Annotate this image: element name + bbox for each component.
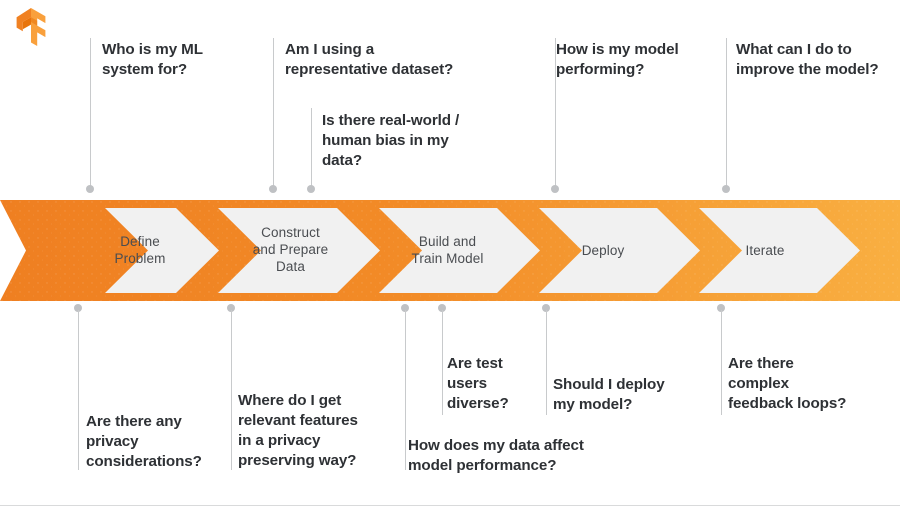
connector-dot-top-4 bbox=[551, 185, 559, 193]
connector-line-top-1 bbox=[90, 38, 91, 188]
callout-are-test-users-diverse: Are test users diverse? bbox=[447, 355, 509, 412]
connector-dot-bottom-4 bbox=[438, 304, 446, 312]
connector-dot-top-1 bbox=[86, 185, 94, 193]
callout-representative-dataset: Am I using a representative dataset? bbox=[285, 41, 454, 78]
connector-line-top-2 bbox=[273, 38, 274, 188]
callout-should-i-deploy-my-model: Should I deploy my model? bbox=[553, 376, 665, 413]
callout-relevant-features-privacy: Where do I get relevant features in a pr… bbox=[238, 392, 358, 469]
connector-dot-top-5 bbox=[722, 185, 730, 193]
connector-line-bottom-5 bbox=[546, 310, 547, 415]
ml-workflow-process-bar: Define Problem Construct and Prepare Dat… bbox=[0, 200, 900, 301]
connector-dot-bottom-5 bbox=[542, 304, 550, 312]
chevron-step-construct-prepare bbox=[218, 208, 380, 293]
connector-line-bottom-3 bbox=[405, 310, 406, 470]
connector-dot-bottom-3 bbox=[401, 304, 409, 312]
callout-privacy-considerations: Are there any privacy considerations? bbox=[86, 413, 202, 470]
callout-data-affect-model-performance: How does my data affect model performanc… bbox=[408, 437, 584, 474]
connector-line-top-5 bbox=[726, 38, 727, 188]
callout-improve-the-model: What can I do to improve the model? bbox=[736, 41, 879, 78]
callout-real-world-human-bias: Is there real-world / human bias in my d… bbox=[322, 112, 460, 169]
callout-who-is-my-ml-system-for: Who is my ML system for? bbox=[102, 41, 203, 78]
connector-dot-bottom-6 bbox=[717, 304, 725, 312]
connector-line-bottom-6 bbox=[721, 310, 722, 415]
connector-line-top-4 bbox=[555, 38, 556, 188]
connector-dot-top-2 bbox=[269, 185, 277, 193]
chevron-step-define-problem bbox=[105, 208, 219, 293]
connector-line-bottom-2 bbox=[231, 310, 232, 470]
connector-line-top-3 bbox=[311, 108, 312, 188]
connector-dot-bottom-1 bbox=[74, 304, 82, 312]
connector-line-bottom-4 bbox=[442, 310, 443, 415]
connector-dot-bottom-2 bbox=[227, 304, 235, 312]
connector-dot-top-3 bbox=[307, 185, 315, 193]
chevron-step-iterate bbox=[699, 208, 860, 293]
tensorflow-logo bbox=[14, 8, 48, 46]
callout-complex-feedback-loops: Are there complex feedback loops? bbox=[728, 355, 847, 412]
callout-how-is-my-model-performing: How is my model performing? bbox=[556, 41, 679, 78]
connector-line-bottom-1 bbox=[78, 310, 79, 470]
chevron-step-deploy bbox=[539, 208, 700, 293]
chevron-step-build-train bbox=[379, 208, 540, 293]
